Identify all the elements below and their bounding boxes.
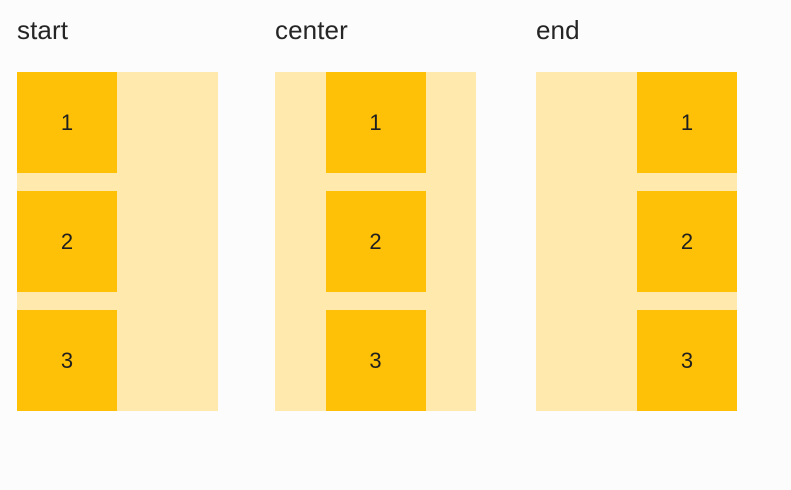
flex-item: 1: [325, 72, 426, 173]
flex-item: 1: [637, 72, 737, 173]
column-label-end: end: [536, 15, 580, 45]
flex-item: 3: [17, 310, 117, 411]
flex-item: 3: [637, 310, 737, 411]
flex-item: 2: [325, 191, 426, 292]
column-label-center: center: [275, 15, 348, 45]
flex-container-end: 1 2 3: [536, 72, 737, 411]
flex-item: 3: [325, 310, 426, 411]
flex-container-center: 1 2 3: [275, 72, 476, 411]
column-label-start: start: [17, 15, 69, 45]
flex-item: 1: [17, 72, 117, 173]
flex-item: 2: [17, 191, 117, 292]
flex-item: 2: [637, 191, 737, 292]
flex-container-start: 1 2 3: [17, 72, 218, 411]
